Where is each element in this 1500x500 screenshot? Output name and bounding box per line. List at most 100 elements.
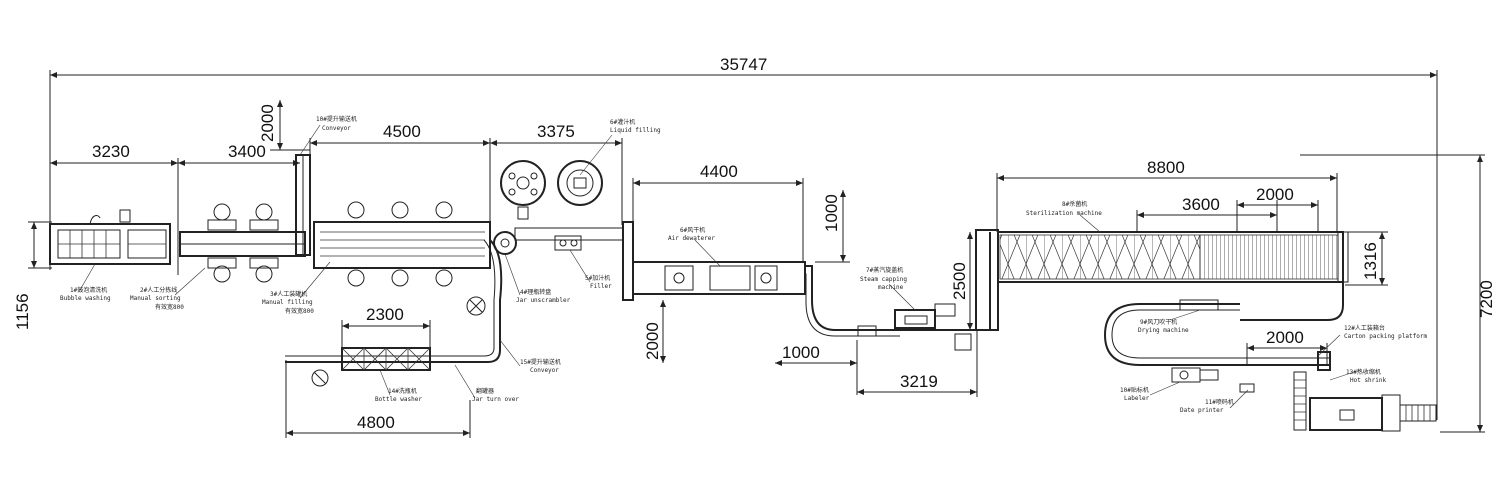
- dim-1156-text: 1156: [13, 293, 32, 330]
- liquid-filling-label-cn: 6#灌汁机: [610, 118, 635, 126]
- date-printer: [1239, 383, 1255, 393]
- dim-3400-text: 3400: [228, 142, 266, 161]
- conveyor-top-label-en: Conveyor: [322, 125, 351, 132]
- bubble-washing-label-en: Bubble washing: [60, 295, 111, 302]
- dim-3230-text: 3230: [92, 142, 130, 161]
- jar-turn-label-en: Jar turn over: [472, 396, 519, 403]
- dim-1000-horizontal-text: 1000: [782, 343, 820, 362]
- jar-turn-label-cn: 翻罐器: [476, 387, 494, 395]
- manual-filling-line: [313, 201, 491, 287]
- bottle-washer-label-cn: 14#洗瓶机: [388, 387, 417, 395]
- dim-3375: 3375: [490, 122, 623, 225]
- conveyor-to-capper: [805, 265, 900, 337]
- dim-2000-top: 2000: [1236, 185, 1319, 232]
- conveyor-bottom-label-cn: 15#提升输送机: [520, 358, 561, 366]
- drying-label-cn: 9#风刀吹干机: [1140, 318, 1177, 326]
- dim-8800: 8800: [996, 158, 1338, 232]
- drying-machine: [1179, 299, 1219, 311]
- filler-station: [514, 227, 624, 251]
- riser-conveyor: [295, 154, 311, 256]
- sterilization-label-en: Sterilization machine: [1026, 210, 1102, 217]
- carton-label-en: Carton packing platform: [1344, 333, 1427, 340]
- dim-2300: 2300: [341, 305, 431, 348]
- steam-capping-label-en2: machine: [878, 284, 904, 291]
- manual-filling-label-sub: 有效宽800: [285, 307, 314, 315]
- date-printer-label-en: Date printer: [1180, 407, 1224, 414]
- return-loop-conveyor: [1103, 282, 1344, 366]
- dim-3375-text: 3375: [537, 122, 575, 141]
- labeler-label-en: Labeler: [1124, 395, 1150, 402]
- dim-2000-vertical-text: 2000: [643, 322, 662, 360]
- hot-shrink-tunnel: [1293, 371, 1437, 432]
- dim-1316-text: 1316: [1361, 242, 1380, 280]
- air-dewater-label-cn: 6#风干机: [680, 226, 705, 234]
- manual-sorting-label-en: Manual sorting: [130, 295, 181, 302]
- dim-3600-text: 3600: [1182, 195, 1220, 214]
- dim-3219-text: 3219: [900, 372, 938, 391]
- drying-label-en: Drying machine: [1138, 327, 1189, 334]
- dim-4400: 4400: [632, 162, 804, 262]
- bubble-washing-label-cn: 1#鼓泡清洗机: [70, 286, 107, 294]
- hot-shrink-label-cn: 13#热收缩机: [1346, 368, 1381, 376]
- date-printer-label-cn: 11#喷码机: [1205, 398, 1234, 406]
- steam-capping-label-cn: 7#蒸汽旋盖机: [866, 266, 903, 274]
- filler-label-cn: 5#加汁机: [585, 274, 610, 282]
- dim-2500: 2500: [950, 232, 973, 330]
- jar-unscrambler-label-cn: 4#理瓶转盘: [520, 288, 551, 296]
- dim-1000-horizontal: 1000: [775, 340, 858, 395]
- filler-label-en: Filler: [590, 283, 612, 290]
- manual-filling-label-en: Manual filling: [262, 299, 313, 306]
- sterilization-label-cn: 8#杀菌机: [1062, 200, 1087, 208]
- conveyor-bottom-label-en: Conveyor: [530, 367, 559, 374]
- bottle-washer-label-en: Bottle washer: [375, 396, 422, 403]
- curved-conveyor-down: [285, 239, 503, 363]
- manual-sorting-line: [179, 203, 306, 283]
- dim-4800-text: 4800: [357, 413, 395, 432]
- dim-2000-vertical: 2000: [643, 300, 666, 363]
- jar-unscrambler-turntable: [500, 160, 546, 220]
- bubble-washing-machine: [49, 209, 171, 265]
- dim-overall-length: 35747: [49, 55, 1438, 420]
- carton-packing-platform: [1317, 351, 1331, 371]
- dim-3219: 3219: [857, 330, 978, 397]
- liquid-filling-turntable: [557, 160, 603, 206]
- dim-4500: 4500: [309, 122, 491, 225]
- dim-overall-height: 7200: [1300, 154, 1496, 433]
- dim-4500-text: 4500: [383, 122, 421, 141]
- dim-overall-height-text: 7200: [1477, 280, 1496, 318]
- dim-2000-bottom-text: 2000: [1266, 328, 1304, 347]
- carton-label-cn: 12#人工装箱台: [1344, 324, 1385, 332]
- liquid-filling-label-en: Liquid filling: [610, 127, 661, 134]
- hot-shrink-label-en: Hot shrink: [1350, 377, 1387, 384]
- dim-4400-text: 4400: [700, 162, 738, 181]
- air-dewaterer: [622, 221, 806, 301]
- dim-1000-vertical-text: 1000: [822, 194, 841, 232]
- manual-sorting-label-sub: 有效宽800: [155, 303, 184, 311]
- dim-3400: 3400: [178, 142, 300, 166]
- dim-4800: 4800: [285, 360, 471, 438]
- conveyor-top-label-cn: 10#提升输送机: [316, 115, 357, 123]
- dim-2000-bottom: 2000: [1246, 328, 1328, 365]
- manual-sorting-label-cn: 2#人工分拣线: [140, 286, 177, 294]
- sterilization-machine: [975, 229, 1349, 331]
- dim-2500-text: 2500: [950, 262, 969, 300]
- bottle-washer: [341, 347, 431, 371]
- dim-1156: 1156: [13, 221, 52, 330]
- dim-8800-text: 8800: [1147, 158, 1185, 177]
- jar-unscrambler-label-en: Jar unscrambler: [516, 297, 571, 304]
- dim-3230: 3230: [50, 142, 179, 275]
- jar-turn-icon: [311, 296, 486, 387]
- dim-2300-text: 2300: [366, 305, 404, 324]
- air-dewater-label-en: Air dewaterer: [668, 235, 715, 242]
- dim-2000-riser-text: 2000: [258, 104, 277, 142]
- steam-capping-label-en: Steam capping: [860, 276, 907, 283]
- dim-2000-riser: 2000: [258, 100, 310, 151]
- dim-2000-top-text: 2000: [1256, 185, 1294, 204]
- dim-3600: 3600: [1136, 195, 1278, 232]
- manual-filling-label-cn: 3#人工装罐机: [270, 290, 307, 298]
- labeler: [1171, 367, 1219, 383]
- dim-1000-vertical: 1000: [815, 190, 850, 263]
- dim-1316: 1316: [1345, 231, 1388, 286]
